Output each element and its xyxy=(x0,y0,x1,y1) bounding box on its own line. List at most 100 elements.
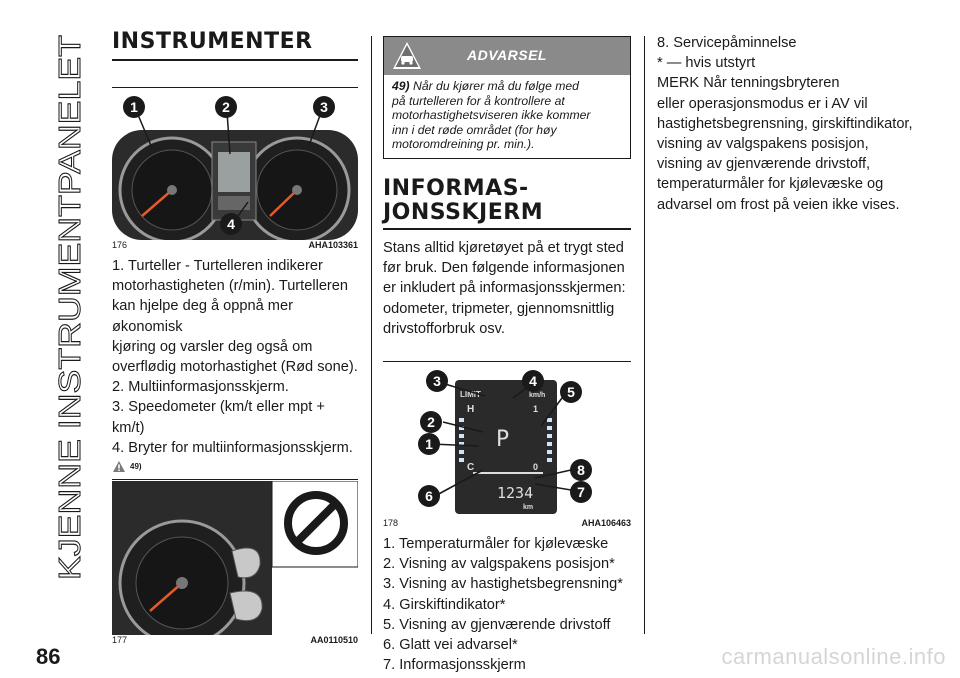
svg-text:km: km xyxy=(523,504,533,511)
callout-4: 4 xyxy=(522,369,544,392)
list-line: 1. Turteller - Turtelleren indikerer xyxy=(112,258,323,274)
figure-177 xyxy=(112,480,359,647)
column-1: INSTRUMENTER 1 2 xyxy=(112,29,359,647)
figure-code: AHA106463 xyxy=(581,517,631,528)
list-line: 1. Temperaturmåler for kjølevæske xyxy=(383,535,609,552)
heading-line: INFORMAS- xyxy=(383,175,529,201)
warning-line: på turtelleren for å kontrollere at xyxy=(392,93,565,108)
tachometer-switch-image xyxy=(112,480,359,647)
list-line: 7. Informasjonsskjerm xyxy=(383,657,526,674)
svg-text:6: 6 xyxy=(425,488,433,504)
prohibition-icon xyxy=(284,491,348,556)
callout-3: 3 xyxy=(426,369,448,392)
svg-text:4: 4 xyxy=(529,373,537,389)
text-line: * — hvis utstyrt xyxy=(657,55,756,72)
column-3: 8. Servicepåminnelse * — hvis utstyrt ME… xyxy=(657,33,917,215)
section-heading-informasjonsskjerm: INFORMAS- JONSSKJERM xyxy=(383,175,631,225)
figure-176-caption: 176 AHA103361 xyxy=(112,240,358,250)
display-list: 1. Temperaturmåler for kjølevæske 2. Vis… xyxy=(383,534,631,675)
svg-text:4: 4 xyxy=(227,216,235,232)
svg-text:5: 5 xyxy=(567,384,575,400)
text-line: hastighetsbegrensning, girskiftindikator… xyxy=(657,115,913,132)
figure-top-rule xyxy=(112,479,358,481)
warning-line: motorhastighetsviseren ikke kommer xyxy=(392,108,591,123)
callout-2: 2 xyxy=(420,410,442,433)
list-line: overflødig motorhastighet (Rød sone). xyxy=(112,359,358,376)
figure-top-rule xyxy=(383,360,631,362)
svg-text:3: 3 xyxy=(433,373,441,389)
svg-text:C: C xyxy=(467,462,474,473)
intro-text: Stans alltid kjøretøyet på et trygt sted… xyxy=(383,238,631,339)
svg-text:H: H xyxy=(467,404,474,415)
svg-text:2: 2 xyxy=(427,414,435,430)
page-number: 86 xyxy=(36,644,61,669)
svg-text:8: 8 xyxy=(577,462,585,478)
figure-178-caption: 178 AHA106463 xyxy=(383,518,631,528)
warning-line: Når du kjører må du følge med xyxy=(413,79,579,93)
svg-text:0: 0 xyxy=(533,462,538,472)
callout-2: 2 xyxy=(215,96,237,118)
figure-178: LIMIT H C 1 0 km/h P 1234 km xyxy=(383,365,631,518)
warning-line: motoromdreining pr. min.). xyxy=(392,137,535,152)
figure-code: AA0110510 xyxy=(310,635,358,646)
callout-6: 6 xyxy=(418,484,440,507)
callout-4: 4 xyxy=(220,213,242,235)
car-warning-icon xyxy=(393,42,421,69)
callout-8: 8 xyxy=(570,458,592,481)
section-heading-instrumenter: INSTRUMENTER xyxy=(112,29,313,54)
text-line: temperaturmåler for kjølevæske og xyxy=(657,176,884,193)
warning-line: inn i det røde området (for høy xyxy=(392,122,557,137)
figure-number: 176 xyxy=(112,240,128,250)
svg-text:km/h: km/h xyxy=(529,392,545,399)
callout-1: 1 xyxy=(418,432,440,455)
column-2: ADVARSEL 49) Når du kjører må du følge m… xyxy=(383,36,631,675)
note-reference: 49) xyxy=(112,460,358,473)
svg-text:1: 1 xyxy=(130,99,138,115)
side-title-text: KJENNE INSTRUMENTPANELET xyxy=(52,35,87,580)
column-divider xyxy=(371,36,372,634)
svg-text:1234: 1234 xyxy=(497,484,533,502)
list-line: kjøring og varsler deg også om xyxy=(112,338,313,355)
list-line: 4. Bryter for multiinformasjonsskjerm. xyxy=(112,439,353,456)
intro-line: er inkludert på informasjonsskjermen: xyxy=(383,280,626,297)
warning-header: ADVARSEL xyxy=(384,37,630,75)
svg-text:P: P xyxy=(496,427,509,452)
figure-number: 178 xyxy=(383,517,399,528)
warning-title: ADVARSEL xyxy=(467,47,547,63)
list-line: 2. Multiinformasjonsskjerm. xyxy=(112,379,289,396)
figure-176: 1 2 3 4 xyxy=(112,90,358,244)
heading-rule xyxy=(112,59,358,61)
warning-body: 49) Når du kjører må du følge med på tur… xyxy=(384,75,630,158)
side-title: KJENNE INSTRUMENTPANELET xyxy=(42,20,92,580)
text-line: visning av valgspakens posisjon, xyxy=(657,136,869,153)
svg-text:1: 1 xyxy=(425,436,433,452)
list-line: motorhastigheten (r/min). Turtelleren xyxy=(112,278,349,295)
svg-text:2: 2 xyxy=(222,99,230,115)
svg-text:1: 1 xyxy=(533,404,538,414)
watermark: carmanualsonline.info xyxy=(721,644,946,669)
svg-text:3: 3 xyxy=(320,99,328,115)
intro-line: Stans alltid kjøretøyet på et trygt sted xyxy=(383,239,624,256)
note-ref-number: 49) xyxy=(130,462,142,472)
callout-7: 7 xyxy=(570,480,592,503)
warning-triangle-icon xyxy=(113,461,125,473)
heading-rule xyxy=(383,227,631,230)
text-line: visning av gjenværende drivstoff, xyxy=(657,156,871,173)
svg-text:7: 7 xyxy=(577,484,585,500)
callout-5: 5 xyxy=(560,380,582,403)
instrument-cluster-image: 1 2 3 4 xyxy=(112,90,358,244)
list-line: 3. Visning av hastighetsbegrensning* xyxy=(383,576,623,593)
heading-line: JONSSKJERM xyxy=(383,199,544,225)
warning-box: ADVARSEL 49) Når du kjører må du følge m… xyxy=(383,36,631,159)
warning-number: 49) xyxy=(392,79,410,93)
text-line: MERK Når tenningsbryteren xyxy=(657,75,840,92)
figure-177-caption: 177 AA0110510 xyxy=(112,635,358,645)
list-line: 4. Girskiftindikator* xyxy=(383,596,506,613)
figure-top-rule xyxy=(112,87,358,88)
intro-line: odometer, tripmeter, gjennomsnittlig xyxy=(383,300,615,317)
list-line: 3. Speedometer (km/t eller mpt + km/t) xyxy=(112,399,325,436)
text-line: advarsel om frost på veien ikke vises. xyxy=(657,196,900,213)
intro-line: før bruk. Den følgende informasjonen xyxy=(383,260,625,277)
callout-1: 1 xyxy=(123,96,145,118)
information-display-image: LIMIT H C 1 0 km/h P 1234 km xyxy=(383,365,631,518)
